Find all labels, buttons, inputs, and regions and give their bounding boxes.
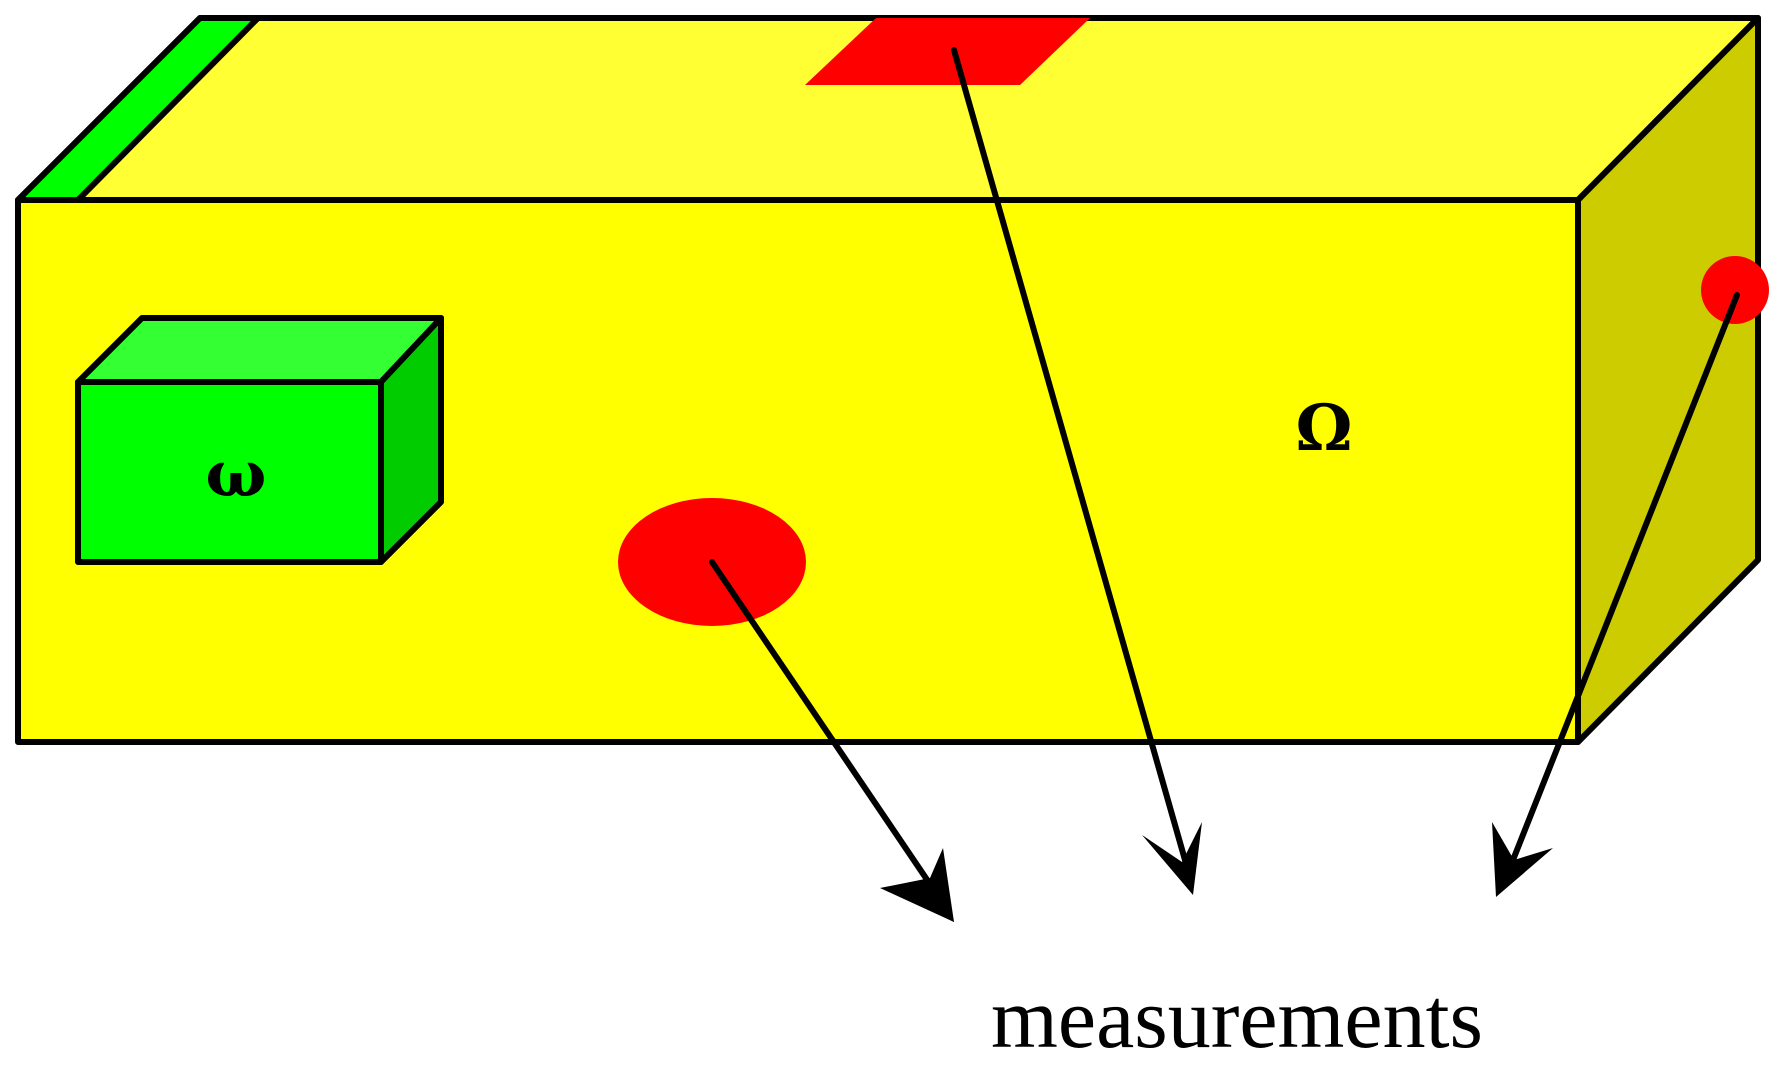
side-sensor-patch [1701,256,1769,324]
subdomain-symbol: ω [206,437,267,512]
top-sensor-patch [805,18,1090,85]
arrow-head-top [1142,822,1202,895]
domain-box [15,15,1761,745]
arrow-line-front [709,559,937,893]
arrow-head-side [1492,822,1553,897]
arrow-line-side [1510,292,1740,863]
measurements-caption: measurements [991,970,1483,1066]
measurement-arrows [709,47,1740,922]
arrow-line-top [951,47,1188,863]
subdomain-front-face [75,379,384,565]
subdomain-box [75,315,444,565]
domain-symbol: Ω [1296,391,1353,466]
arrow-head-front-barb [880,848,954,922]
